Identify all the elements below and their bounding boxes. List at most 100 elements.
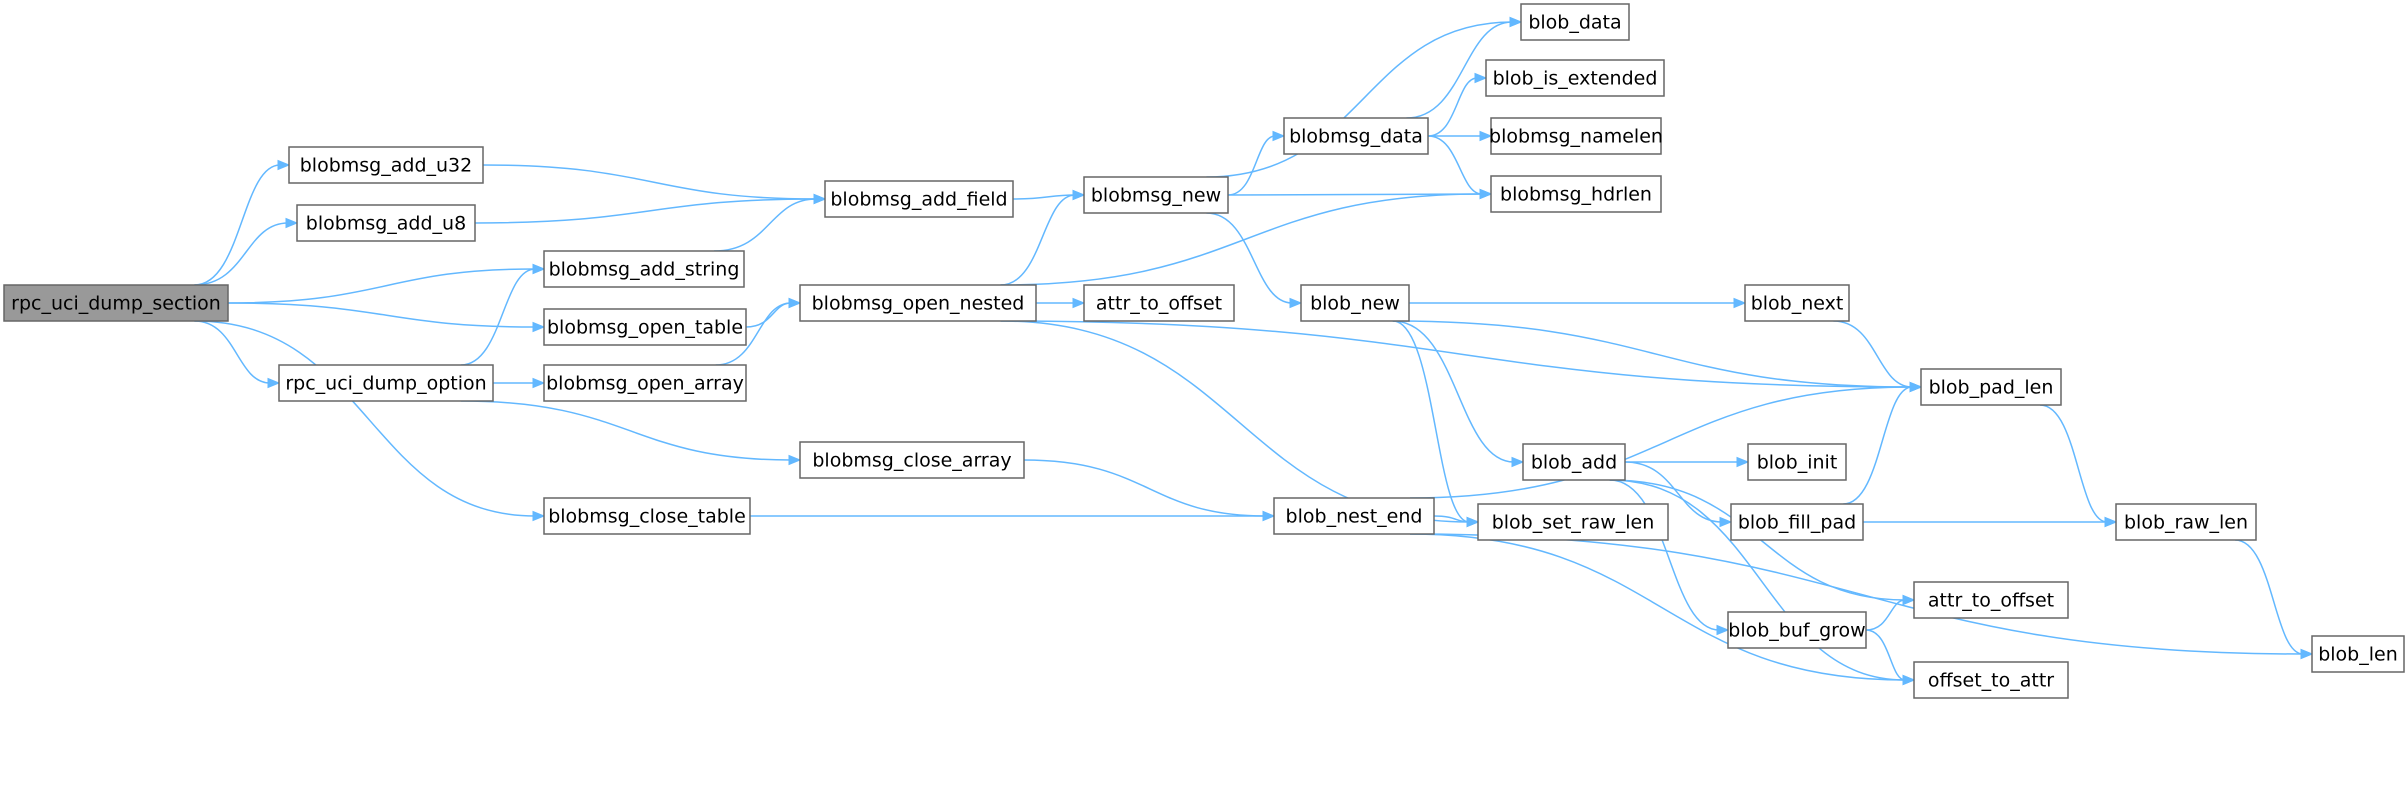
node-label: blob_len bbox=[2318, 644, 2398, 666]
node-blobmsg-open-nested[interactable]: blobmsg_open_nested bbox=[799, 284, 1037, 322]
edge-blobmsg_open_nested-to-blob_pad_len bbox=[1000, 320, 1913, 388]
edge-rpc_uci_dump_section-to-rpc_uci_dump_option bbox=[194, 320, 271, 384]
edge-blobmsg_open_nested-to-blobmsg_hdrlen bbox=[1000, 193, 1483, 286]
node-box bbox=[543, 308, 747, 346]
edge-blob_new-to-blob_add bbox=[1392, 320, 1515, 463]
arrowhead-blobmsg_namelen bbox=[1479, 130, 1493, 142]
node-label: rpc_uci_dump_section bbox=[11, 293, 221, 315]
node-blob-set-raw-len[interactable]: blob_set_raw_len bbox=[1477, 503, 1669, 541]
node-label: blobmsg_hdrlen bbox=[1500, 184, 1652, 206]
node-box bbox=[1920, 368, 2062, 406]
arrowhead-blobmsg_close_array bbox=[788, 454, 802, 466]
edge-blobmsg_data-to-blob_is_extended bbox=[1427, 77, 1478, 137]
node-blob-new[interactable]: blob_new bbox=[1300, 284, 1410, 322]
node-box bbox=[1913, 661, 2069, 699]
arrowhead-blob_pad_len bbox=[1909, 381, 1923, 393]
edge-blob_fill_pad-to-blob_pad_len bbox=[1843, 386, 1913, 505]
node-box bbox=[543, 250, 745, 288]
node-blobmsg-new[interactable]: blobmsg_new bbox=[1083, 176, 1229, 214]
node-blob-init[interactable]: blob_init bbox=[1747, 443, 1847, 481]
arrowhead-blob_add bbox=[1511, 456, 1525, 468]
edge-blobmsg_data-to-blobmsg_hdrlen bbox=[1427, 135, 1483, 195]
node-label: blobmsg_new bbox=[1091, 185, 1221, 207]
node-blob-buf-grow[interactable]: blob_buf_grow bbox=[1727, 611, 1867, 649]
node-label: blobmsg_namelen bbox=[1489, 126, 1663, 148]
node-box bbox=[824, 180, 1014, 218]
edge-blobmsg_open_array-to-blobmsg_open_nested bbox=[715, 302, 792, 366]
node-label: blobmsg_close_table bbox=[548, 506, 746, 528]
node-blobmsg-data[interactable]: blobmsg_data bbox=[1283, 117, 1429, 155]
node-box bbox=[543, 364, 747, 402]
node-blob-nest-end[interactable]: blob_nest_end bbox=[1273, 497, 1435, 535]
arrowhead-blobmsg_add_u8 bbox=[285, 217, 299, 229]
node-blobmsg-close-table[interactable]: blobmsg_close_table bbox=[543, 497, 751, 535]
node-box bbox=[1727, 611, 1867, 649]
edge-blob_new-to-blob_pad_len bbox=[1392, 320, 1913, 388]
node-box bbox=[2115, 503, 2257, 541]
node-box bbox=[1477, 503, 1669, 541]
edge-blob_nest_end-to-blob_pad_len bbox=[1409, 386, 1913, 499]
node-box bbox=[296, 204, 476, 242]
node-rpc-uci-dump-option[interactable]: rpc_uci_dump_option bbox=[278, 364, 494, 402]
arrowhead-blobmsg_open_table bbox=[532, 321, 546, 333]
node-label: blob_data bbox=[1528, 12, 1621, 34]
arrowhead-blob_raw_len bbox=[2104, 516, 2118, 528]
node-attr-to-offset-1[interactable]: attr_to_offset bbox=[1083, 284, 1235, 322]
node-offset-to-attr[interactable]: offset_to_attr bbox=[1913, 661, 2069, 699]
node-blobmsg-add-u32[interactable]: blobmsg_add_u32 bbox=[288, 146, 484, 184]
arrowhead-blobmsg_new bbox=[1072, 189, 1086, 201]
edge-blobmsg_open_nested-to-blobmsg_new bbox=[1000, 194, 1076, 286]
node-blob-is-extended[interactable]: blob_is_extended bbox=[1485, 59, 1665, 97]
node-blob-raw-len[interactable]: blob_raw_len bbox=[2115, 503, 2257, 541]
node-blob-data[interactable]: blob_data bbox=[1520, 3, 1630, 41]
arrowhead-blob_new bbox=[1289, 297, 1303, 309]
node-label: blob_set_raw_len bbox=[1492, 512, 1655, 534]
arrowhead-offset_to_attr bbox=[1902, 674, 1916, 686]
arrowhead-rpc_uci_dump_option bbox=[267, 377, 281, 389]
node-label: blob_init bbox=[1757, 452, 1838, 474]
node-box bbox=[1913, 581, 2069, 619]
edge-blob_add-to-offset_to_attr bbox=[1609, 479, 1906, 681]
node-blob-next[interactable]: blob_next bbox=[1744, 284, 1850, 322]
node-label: blobmsg_add_field bbox=[830, 189, 1007, 211]
arrowhead-blobmsg_data bbox=[1272, 130, 1286, 142]
node-rpc-uci-dump-section[interactable]: rpc_uci_dump_section bbox=[3, 284, 229, 322]
edge-rpc_uci_dump_section-to-blobmsg_add_string bbox=[227, 268, 536, 304]
node-blob-pad-len[interactable]: blob_pad_len bbox=[1920, 368, 2062, 406]
arrowhead-blob_nest_end bbox=[1262, 510, 1276, 522]
edge-blobmsg_add_u32-to-blobmsg_add_field bbox=[482, 164, 817, 200]
node-blob-len[interactable]: blob_len bbox=[2311, 635, 2405, 673]
node-blob-add[interactable]: blob_add bbox=[1522, 443, 1626, 481]
node-label: blob_pad_len bbox=[1929, 377, 2054, 399]
edge-blob_nest_end-to-blob_len bbox=[1409, 533, 2304, 655]
edge-rpc_uci_dump_section-to-blobmsg_add_u32 bbox=[194, 164, 281, 286]
node-blobmsg-open-table[interactable]: blobmsg_open_table bbox=[543, 308, 747, 346]
node-attr-to-offset-2[interactable]: attr_to_offset bbox=[1913, 581, 2069, 619]
node-blobmsg-namelen[interactable]: blobmsg_namelen bbox=[1489, 117, 1663, 155]
node-blobmsg-add-field[interactable]: blobmsg_add_field bbox=[824, 180, 1014, 218]
arrowhead-blobmsg_add_u32 bbox=[277, 159, 291, 171]
node-blob-fill-pad[interactable]: blob_fill_pad bbox=[1730, 503, 1864, 541]
edge-rpc_uci_dump_section-to-blobmsg_close_table bbox=[194, 320, 536, 517]
arrowhead-blobmsg_add_string bbox=[532, 263, 546, 275]
node-box bbox=[799, 441, 1025, 479]
node-blobmsg-hdrlen[interactable]: blobmsg_hdrlen bbox=[1490, 175, 1662, 213]
edge-blob_pad_len-to-blob_raw_len bbox=[2039, 404, 2108, 523]
node-label: blobmsg_data bbox=[1289, 126, 1423, 148]
node-label: blob_next bbox=[1751, 293, 1844, 315]
node-label: blobmsg_add_string bbox=[549, 259, 740, 281]
arrowhead-blob_is_extended bbox=[1474, 72, 1488, 84]
edge-blobmsg_new-to-blob_data bbox=[1206, 21, 1513, 178]
node-blobmsg-add-string[interactable]: blobmsg_add_string bbox=[543, 250, 745, 288]
node-box bbox=[1485, 59, 1665, 97]
node-box bbox=[1300, 284, 1410, 322]
edge-blob_nest_end-to-blob_set_raw_len bbox=[1433, 515, 1470, 523]
node-box bbox=[278, 364, 494, 402]
node-blobmsg-close-array[interactable]: blobmsg_close_array bbox=[799, 441, 1025, 479]
node-blobmsg-open-array[interactable]: blobmsg_open_array bbox=[543, 364, 747, 402]
node-box bbox=[1522, 443, 1626, 481]
node-label: blob_raw_len bbox=[2124, 512, 2248, 534]
arrowhead-blobmsg_close_table bbox=[532, 510, 546, 522]
arrowhead-blob_buf_grow bbox=[1716, 624, 1730, 636]
node-blobmsg-add-u8[interactable]: blobmsg_add_u8 bbox=[296, 204, 476, 242]
